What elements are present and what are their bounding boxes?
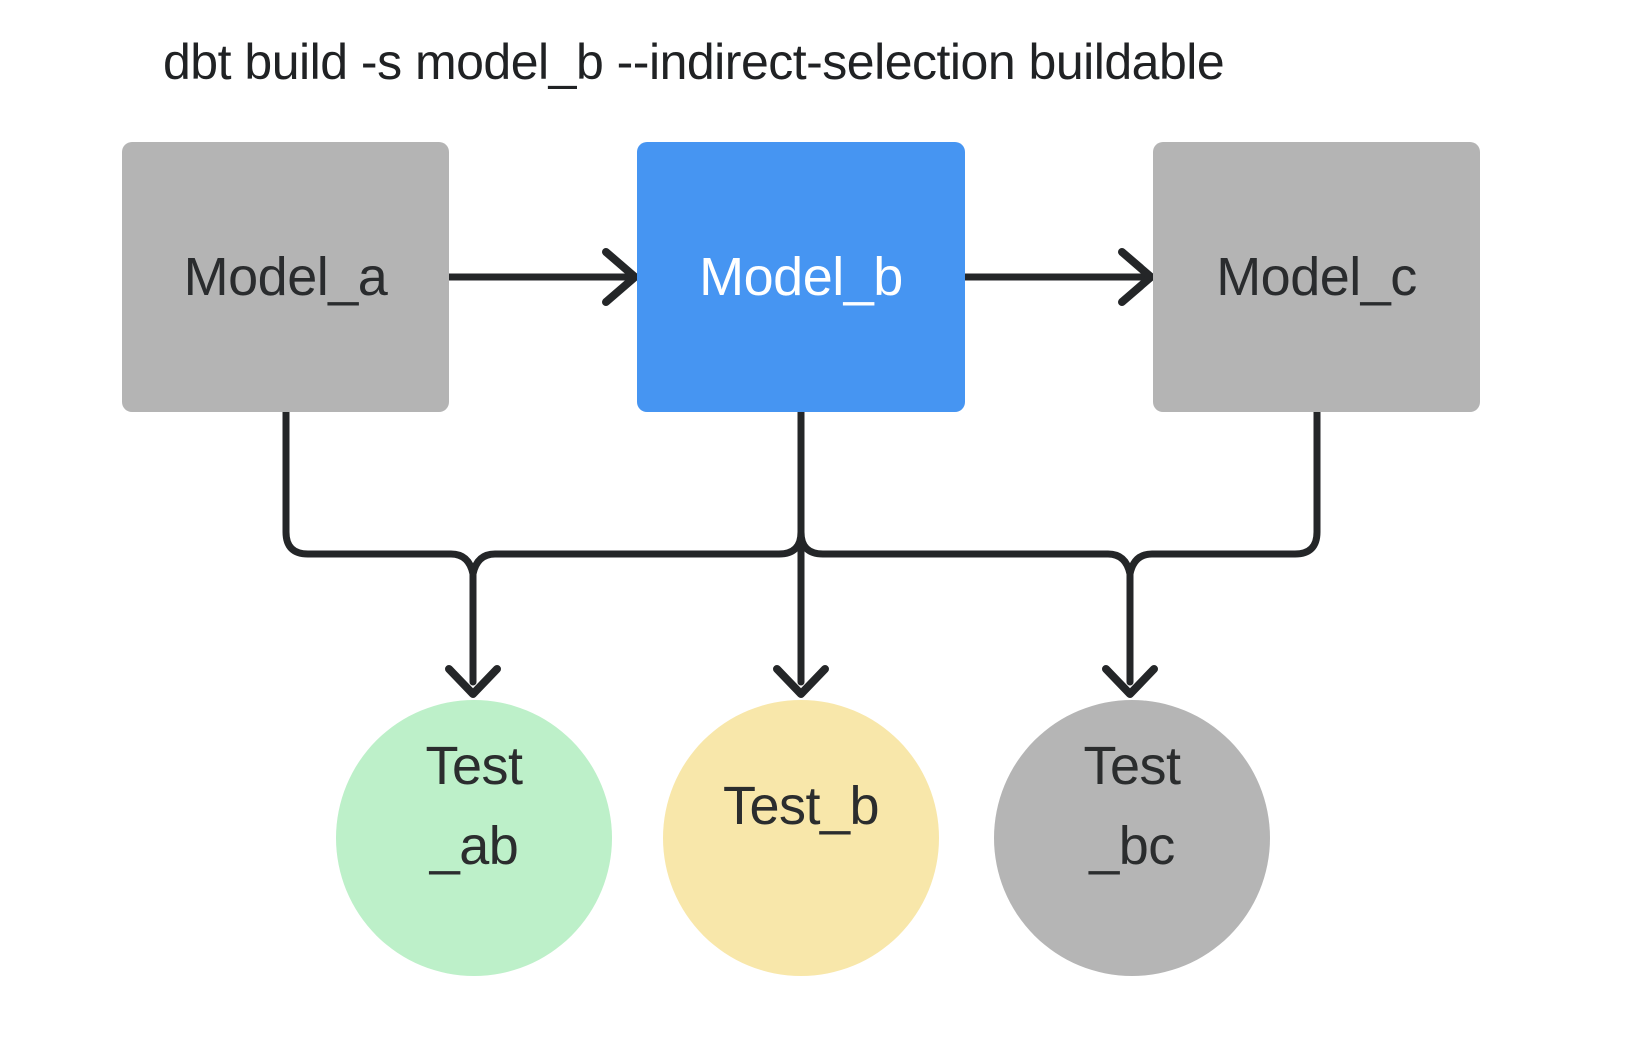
arrowhead-right-model-b <box>602 248 639 306</box>
node-test-ab-label-line1: Test <box>425 736 523 796</box>
node-test-bc-label-line2: _bc <box>1089 816 1175 876</box>
node-test-b-label-line1: Test_b <box>722 776 880 836</box>
arrowhead-down-test-b <box>773 665 829 698</box>
edge-model-b-to-test-ab <box>469 528 805 578</box>
node-test-bc-label-line1: Test <box>1083 736 1181 796</box>
arrowhead-right-model-c <box>1118 248 1155 306</box>
node-test-ab: Test _ab <box>336 700 612 976</box>
edge-model-a-to-test-ab <box>282 408 477 686</box>
diagram-title: dbt build -s model_b --indirect-selectio… <box>163 34 1225 90</box>
arrowhead-down-test-ab <box>445 665 501 698</box>
node-test-b: Test_b <box>663 700 939 976</box>
node-model-c: Model_c <box>1153 142 1480 412</box>
node-model-b-label: Model_b <box>699 247 903 307</box>
node-test-bc: Test _bc <box>994 700 1270 976</box>
node-model-b: Model_b <box>637 142 965 412</box>
edge-model-c-to-test-bc <box>1126 408 1321 686</box>
edge-model-b-to-test-bc <box>797 528 1134 578</box>
node-model-a: Model_a <box>122 142 449 412</box>
node-test-ab-label-line2: _ab <box>429 816 519 876</box>
node-model-a-label: Model_a <box>183 247 388 307</box>
node-model-c-label: Model_c <box>1216 247 1417 307</box>
arrowhead-down-test-bc <box>1102 665 1158 698</box>
